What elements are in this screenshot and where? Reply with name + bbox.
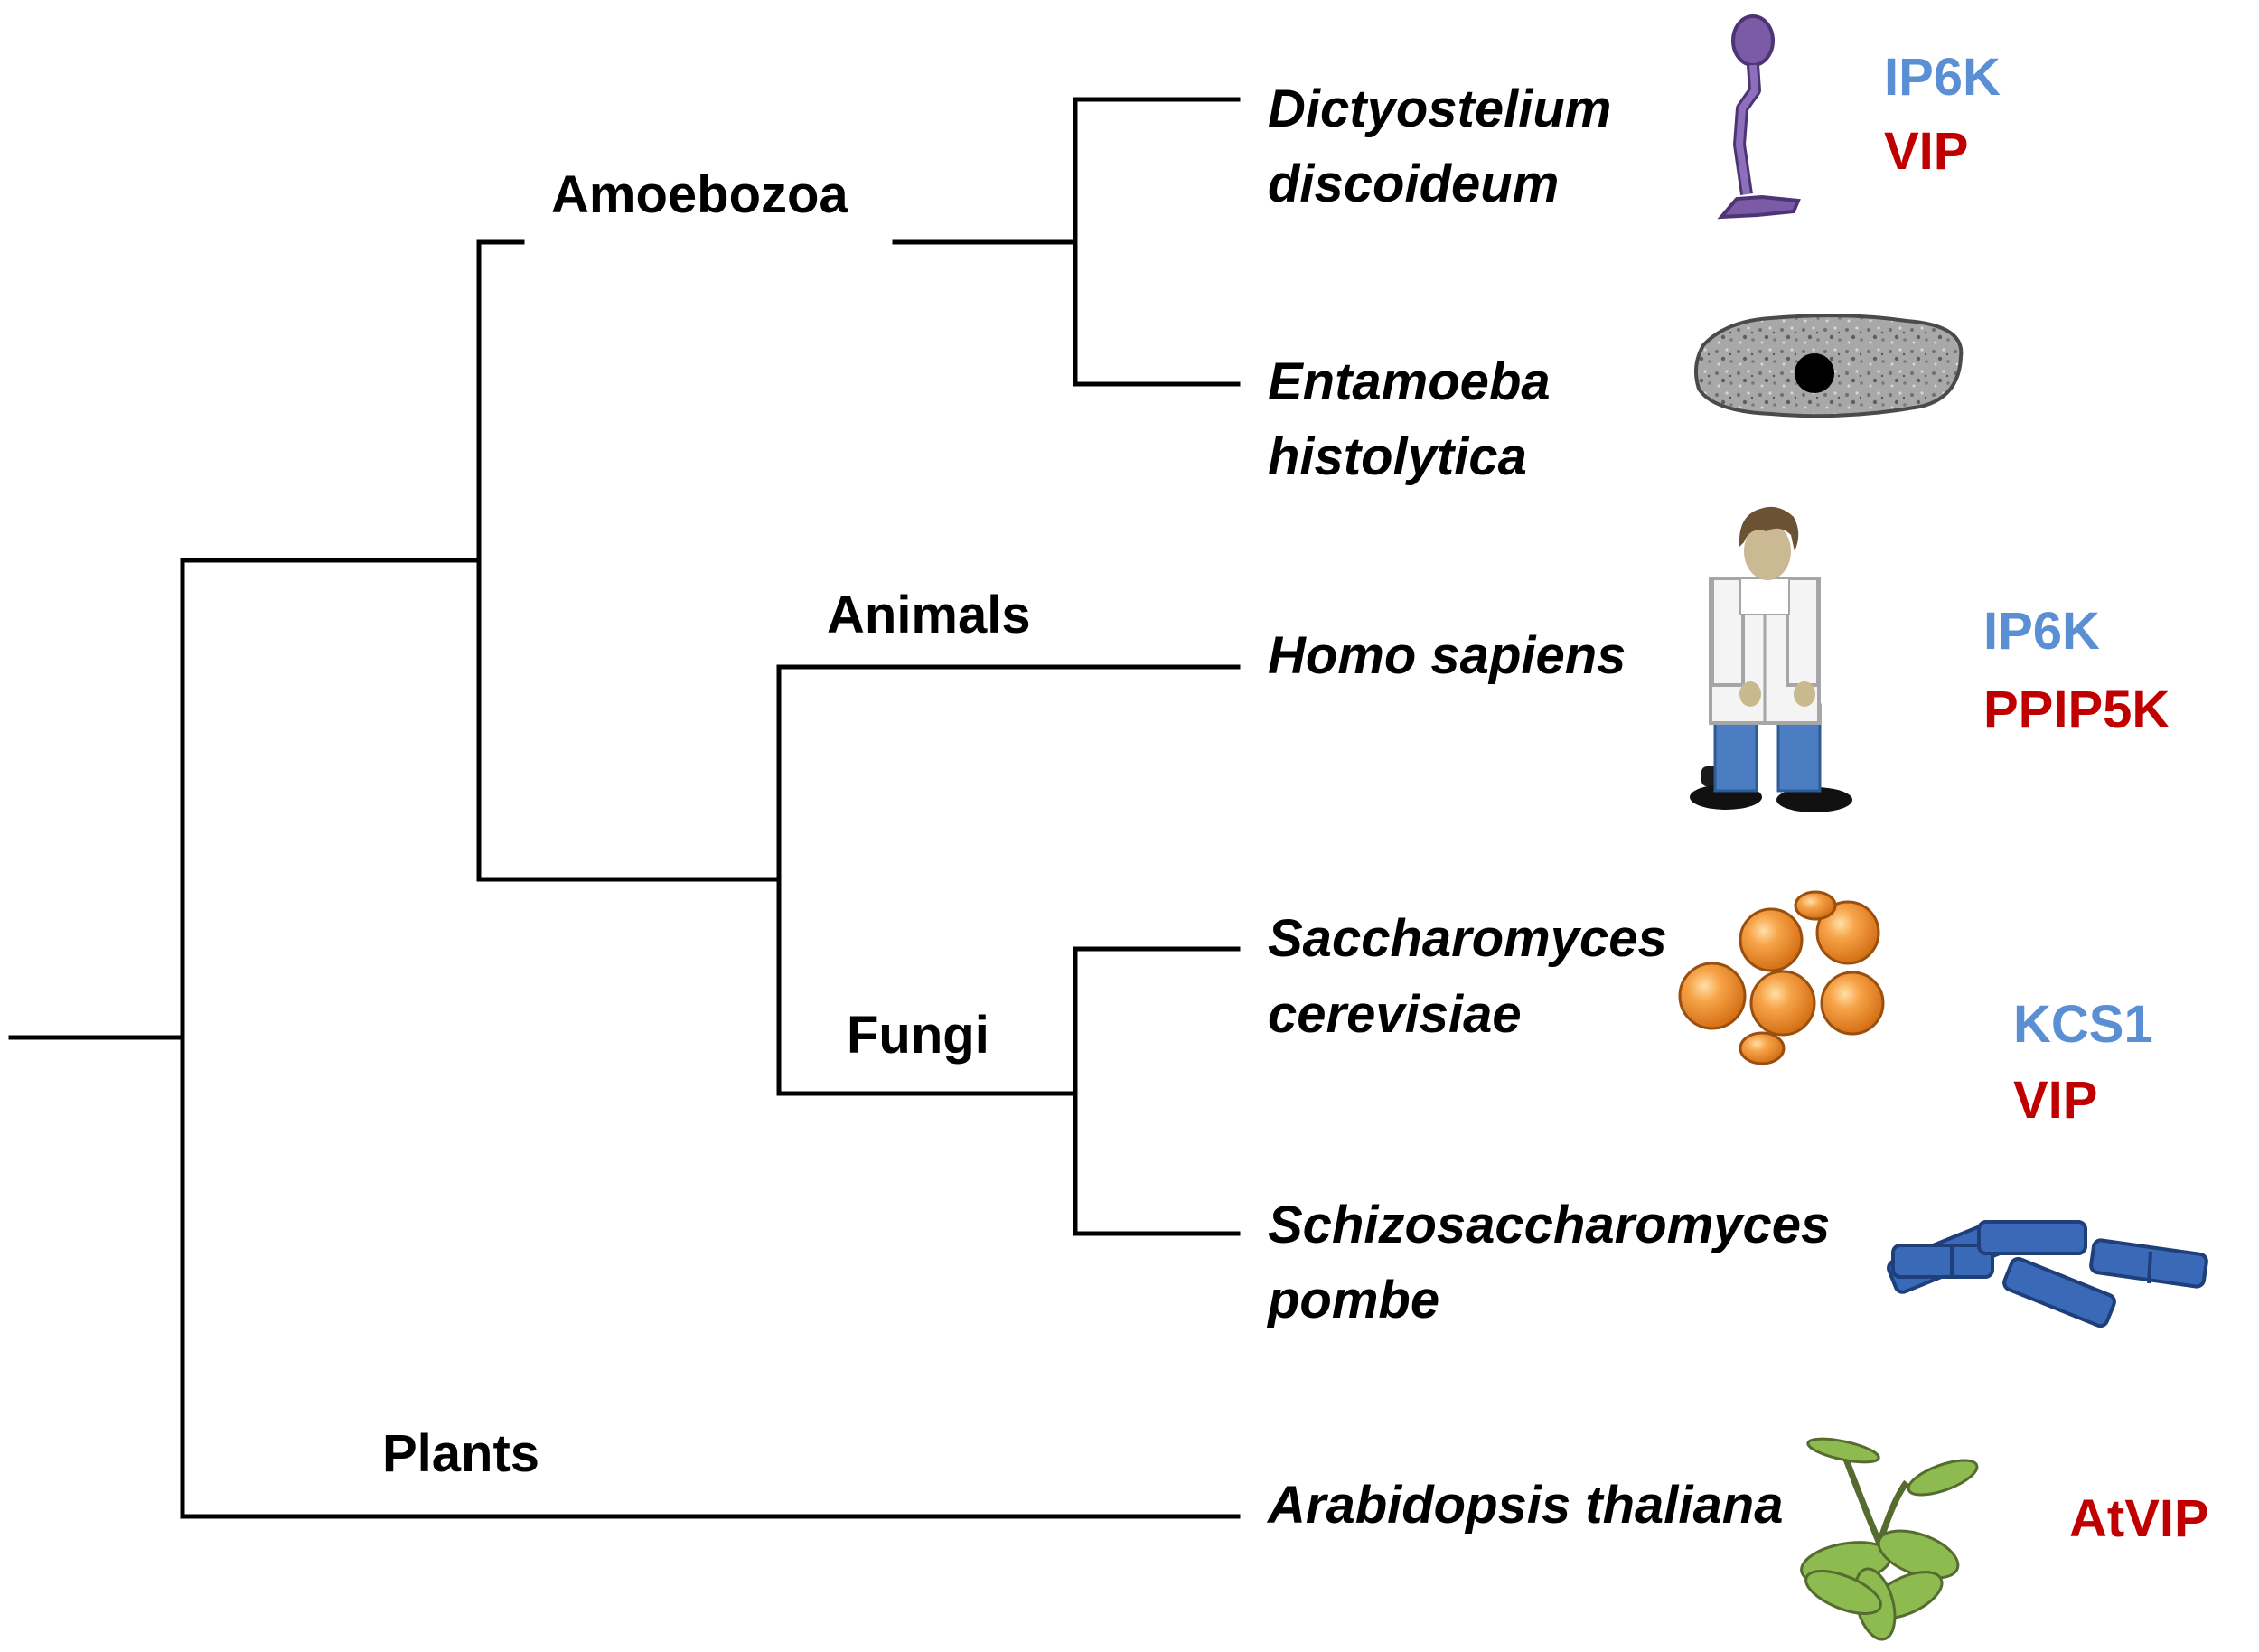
species-dictyostelium-line2: discoideum — [1268, 155, 1559, 213]
species-entamoeba-line1: Entamoeba — [1268, 352, 1551, 411]
species-dictyostelium-line1: Dictyostelium — [1268, 80, 1611, 138]
species-saccharomyces-line2: cerevisiae — [1268, 985, 1522, 1044]
entamoeba-icon — [1693, 314, 1964, 418]
budding-yeast-icon — [1678, 890, 1885, 1065]
plant-icon — [1800, 1437, 1979, 1641]
species-homo: Homo sapiens — [1268, 626, 1626, 685]
enzyme-human-kinase: IP6K — [1983, 602, 2100, 661]
enzyme-human-ppip5k: PPIP5K — [1983, 681, 2170, 739]
dictyostelium-icon — [1717, 14, 1801, 220]
species-arabidopsis: Arabidopsis thaliana — [1266, 1476, 1783, 1535]
enzyme-yeast-vip: VIP — [2013, 1071, 2098, 1130]
species-schizosaccharomyces-line2: pombe — [1266, 1271, 1439, 1329]
clade-label-animals: Animals — [827, 586, 1031, 644]
species-entamoeba-line2: histolytica — [1268, 427, 1527, 486]
enzyme-yeast-kinase: KCS1 — [2013, 995, 2153, 1054]
fission-yeast-icon — [1887, 1220, 2208, 1328]
clade-label-fungi: Fungi — [847, 1006, 989, 1065]
human-icon — [1690, 506, 1852, 812]
enzyme-plant-atvip: AtVIP — [2069, 1489, 2209, 1548]
species-schizosaccharomyces-line1: Schizosaccharomyces — [1268, 1196, 1830, 1254]
tree-branches — [8, 97, 1241, 1519]
enzyme-dicty-kinase: IP6K — [1884, 48, 2001, 107]
enzyme-dicty-vip: VIP — [1884, 122, 1969, 181]
clade-label-amoebozoa: Amoebozoa — [551, 165, 848, 224]
species-saccharomyces-line1: Saccharomyces — [1268, 909, 1667, 968]
clade-label-plants: Plants — [382, 1424, 539, 1483]
